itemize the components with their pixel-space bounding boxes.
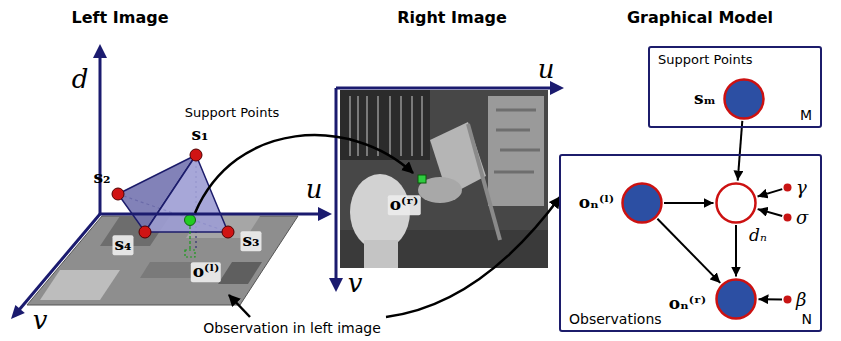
latent-variable: dₙ bbox=[715, 182, 757, 224]
panel-title: Graphical Model bbox=[627, 9, 773, 27]
axis-line bbox=[335, 88, 338, 280]
point-label: s₃ bbox=[240, 231, 261, 251]
parameter-label: γ bbox=[796, 177, 807, 198]
axis-label: v bbox=[348, 269, 363, 299]
parameter-dot bbox=[784, 296, 792, 304]
panel-title: Left Image bbox=[72, 9, 169, 27]
pyramid-face bbox=[145, 155, 228, 232]
variable-circle bbox=[725, 80, 764, 119]
variable-label: dₙ bbox=[749, 226, 767, 246]
photo-shelf bbox=[340, 90, 430, 160]
dot-shape bbox=[783, 183, 792, 192]
projection-line bbox=[189, 226, 190, 251]
circle-shape bbox=[723, 78, 765, 120]
plate: oₙ⁽ˡ⁾dₙγσoₙ⁽ʳ⁾βObservationsN bbox=[559, 154, 822, 332]
point-label: s₄ bbox=[112, 235, 133, 255]
plate-count: N bbox=[802, 311, 812, 327]
parameter-dot: β bbox=[783, 295, 792, 304]
point-label: s₂ bbox=[93, 168, 110, 188]
parameter-label: β bbox=[796, 289, 806, 310]
variable-label: oₙ⁽ˡ⁾ bbox=[579, 193, 614, 213]
plate: sₘ Support PointsM bbox=[648, 46, 822, 128]
circle-shape bbox=[715, 182, 757, 224]
image-texture bbox=[40, 270, 120, 300]
axis-arrowhead bbox=[329, 278, 343, 292]
parameter-dot: σ bbox=[783, 213, 792, 222]
support-point bbox=[190, 149, 202, 161]
directed-edge bbox=[758, 209, 783, 216]
leader-arrow bbox=[229, 295, 250, 317]
circle-shape bbox=[621, 182, 663, 224]
directed-edge bbox=[664, 202, 714, 204]
axis-arrowhead bbox=[93, 44, 107, 58]
variable-circle bbox=[717, 184, 756, 223]
photo-lamp-arm bbox=[468, 124, 500, 240]
image-texture bbox=[218, 262, 262, 284]
matched-pixel bbox=[418, 175, 426, 183]
directed-edge bbox=[738, 121, 743, 181]
dot-shape bbox=[783, 295, 792, 304]
variable-label: oₙ⁽ʳ⁾ bbox=[669, 294, 706, 314]
panel-title: Right Image bbox=[397, 9, 507, 27]
axis-line bbox=[100, 213, 320, 216]
point-label: s₁ bbox=[191, 125, 208, 145]
photo-head bbox=[364, 240, 398, 268]
axis-label: d bbox=[72, 65, 89, 95]
axis-label: u bbox=[306, 175, 323, 205]
observed-variable: sₘ bbox=[723, 78, 765, 120]
axis-label: u bbox=[538, 55, 555, 85]
variable-circle bbox=[623, 184, 662, 223]
observed-variable: oₙ⁽ʳ⁾ bbox=[715, 278, 757, 320]
photo-notes bbox=[494, 110, 540, 172]
parameter-dot bbox=[784, 184, 792, 192]
dot-shape bbox=[783, 213, 792, 222]
variable-circle bbox=[717, 280, 756, 319]
circle-shape bbox=[715, 278, 757, 320]
observed-variable: oₙ⁽ˡ⁾ bbox=[621, 182, 663, 224]
annotation: Observation in left image bbox=[203, 320, 381, 336]
photo-wall bbox=[488, 96, 544, 206]
axis-arrowhead bbox=[318, 207, 332, 221]
point-label: o⁽ˡ⁾ bbox=[191, 262, 221, 282]
plate-heading: Support Points bbox=[658, 53, 753, 68]
projected-pixel bbox=[185, 250, 195, 257]
plate-heading: Observations bbox=[569, 311, 662, 327]
parameter-dot bbox=[784, 214, 792, 222]
correspondence-arrow bbox=[195, 135, 413, 213]
photo bbox=[340, 90, 548, 268]
directed-edge bbox=[758, 189, 783, 196]
parameter-dot: γ bbox=[783, 183, 792, 192]
directed-edge bbox=[735, 225, 737, 277]
interpolated-point bbox=[185, 215, 196, 226]
axis-arrowhead bbox=[11, 305, 25, 319]
axis-line bbox=[99, 56, 102, 214]
plate-count: M bbox=[800, 107, 812, 123]
directed-edge bbox=[758, 298, 782, 300]
parameter-label: σ bbox=[796, 207, 808, 228]
axis-label: v bbox=[33, 306, 48, 336]
directed-edge bbox=[657, 219, 720, 283]
support-point bbox=[222, 226, 234, 238]
photo-books bbox=[350, 96, 422, 156]
support-point bbox=[112, 188, 124, 200]
leader-arrow bbox=[386, 197, 560, 317]
axis-line bbox=[19, 214, 100, 310]
variable-label: sₘ bbox=[694, 89, 716, 109]
annotation: Support Points bbox=[185, 106, 280, 121]
support-point bbox=[139, 226, 151, 238]
point-label: o⁽ʳ⁾ bbox=[388, 195, 421, 215]
axis-line bbox=[336, 87, 552, 90]
